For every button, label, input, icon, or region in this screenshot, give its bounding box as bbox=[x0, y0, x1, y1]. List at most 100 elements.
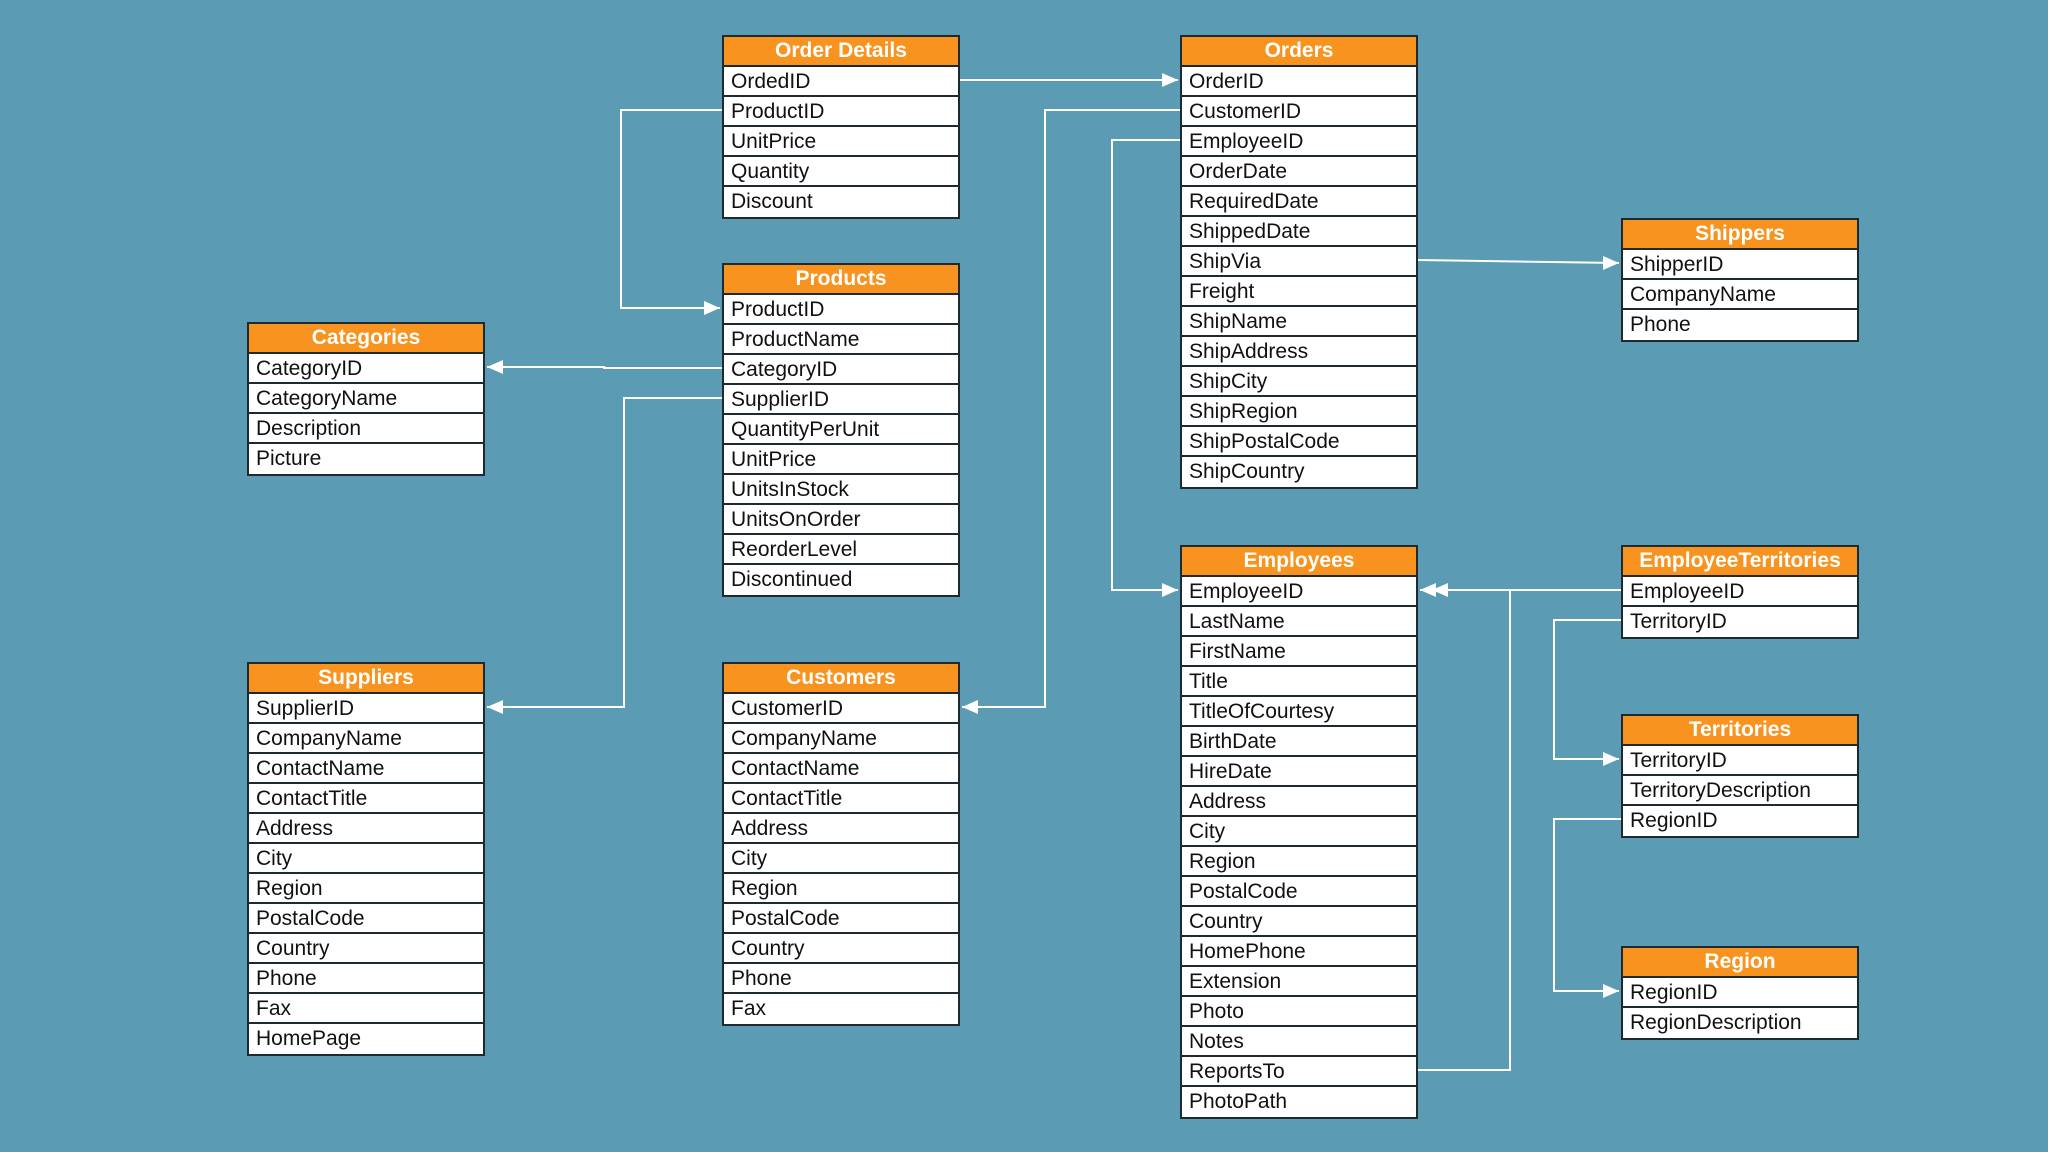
field-row: ProductName bbox=[724, 325, 958, 355]
arrow-head-suppliers-supplierid bbox=[487, 700, 503, 714]
link-employees-reportsto bbox=[1418, 590, 1511, 1071]
arrow-head-categories-categoryid bbox=[487, 360, 503, 374]
arrow-head-employees-from-empterritories bbox=[1420, 583, 1436, 597]
table-title: Employees bbox=[1182, 547, 1416, 577]
table-title: Region bbox=[1623, 948, 1857, 978]
field-row: Description bbox=[249, 414, 483, 444]
field-row: FirstName bbox=[1182, 637, 1416, 667]
field-row: CategoryName bbox=[249, 384, 483, 414]
field-row: Region bbox=[249, 874, 483, 904]
table-title: Orders bbox=[1182, 37, 1416, 67]
link-orders-shippers bbox=[1417, 259, 1620, 264]
field-row: PhotoPath bbox=[1189, 1090, 1288, 1113]
field-row: Region bbox=[724, 874, 958, 904]
field-row: ShipName bbox=[1182, 307, 1416, 337]
field-row: Region bbox=[1182, 847, 1416, 877]
field-row: SupplierID bbox=[724, 385, 958, 415]
field-row: Address bbox=[249, 814, 483, 844]
table-title: Products bbox=[724, 265, 958, 295]
table-title: Territories bbox=[1623, 716, 1857, 746]
field-row: ProductID bbox=[724, 97, 958, 127]
field-row: EmployeeID bbox=[1182, 127, 1416, 157]
link-products-categories bbox=[487, 366, 722, 369]
field-row: OrderID bbox=[1182, 67, 1416, 97]
arrow-head-region-regionid bbox=[1603, 984, 1619, 998]
field-row: HomePage bbox=[256, 1027, 362, 1050]
field-row: ProductID bbox=[724, 295, 958, 325]
field-row: ReorderLevel bbox=[724, 535, 958, 565]
field-row: EmployeeID bbox=[1182, 577, 1416, 607]
field-row: Country bbox=[1182, 907, 1416, 937]
link-products-suppliers bbox=[487, 397, 722, 708]
field-row: RegionDescription bbox=[1630, 1011, 1802, 1034]
field-row: ShipAddress bbox=[1182, 337, 1416, 367]
field-row: RegionID bbox=[1630, 809, 1718, 832]
field-row: Fax bbox=[731, 997, 767, 1020]
field-row: CompanyName bbox=[724, 724, 958, 754]
table-title: Shippers bbox=[1623, 220, 1857, 250]
field-row: Title bbox=[1182, 667, 1416, 697]
field-row: Fax bbox=[249, 994, 483, 1024]
table-title: EmployeeTerritories bbox=[1623, 547, 1857, 577]
field-row: ShipperID bbox=[1623, 250, 1857, 280]
field-row: City bbox=[724, 844, 958, 874]
field-row: TerritoryDescription bbox=[1623, 776, 1857, 806]
field-row: CompanyName bbox=[1623, 280, 1857, 310]
field-row: PostalCode bbox=[249, 904, 483, 934]
table-title: Customers bbox=[724, 664, 958, 694]
field-row: PostalCode bbox=[724, 904, 958, 934]
field-row: OrdedID bbox=[724, 67, 958, 97]
field-row: TerritoryID bbox=[1623, 746, 1857, 776]
link-orders-customers bbox=[962, 109, 1180, 708]
field-row: UnitsInStock bbox=[724, 475, 958, 505]
field-row: ContactName bbox=[724, 754, 958, 784]
field-row: Discount bbox=[731, 190, 813, 213]
field-row: Phone bbox=[249, 964, 483, 994]
table-title: Categories bbox=[249, 324, 483, 354]
field-row: ShipCity bbox=[1182, 367, 1416, 397]
field-row: Picture bbox=[256, 447, 322, 470]
arrow-head-products-productid bbox=[704, 301, 720, 315]
field-row: UnitPrice bbox=[724, 445, 958, 475]
table-title: Order Details bbox=[724, 37, 958, 67]
field-row: City bbox=[249, 844, 483, 874]
field-row: ReportsTo bbox=[1182, 1057, 1416, 1087]
field-row: Address bbox=[1182, 787, 1416, 817]
field-row: ContactTitle bbox=[724, 784, 958, 814]
field-row: ShipVia bbox=[1182, 247, 1416, 277]
field-row: Discontinued bbox=[731, 568, 853, 591]
field-row: CategoryID bbox=[249, 354, 483, 384]
arrow-head-employees-double bbox=[1432, 583, 1448, 597]
field-row: HireDate bbox=[1182, 757, 1416, 787]
field-row: BirthDate bbox=[1182, 727, 1416, 757]
field-row: Quantity bbox=[724, 157, 958, 187]
link-territories-region bbox=[1553, 818, 1621, 992]
field-row: RequiredDate bbox=[1182, 187, 1416, 217]
field-row: ShipCountry bbox=[1189, 460, 1305, 483]
link-orders-employees bbox=[1111, 139, 1180, 591]
arrow-head-territories-territoryid bbox=[1603, 752, 1619, 766]
field-row: City bbox=[1182, 817, 1416, 847]
field-row: EmployeeID bbox=[1623, 577, 1857, 607]
table-title: Suppliers bbox=[249, 664, 483, 694]
field-row: CategoryID bbox=[724, 355, 958, 385]
field-row: QuantityPerUnit bbox=[724, 415, 958, 445]
field-row: ShipRegion bbox=[1182, 397, 1416, 427]
field-row: ShippedDate bbox=[1182, 217, 1416, 247]
arrow-head-employees-employeeid bbox=[1162, 583, 1178, 597]
field-row: OrderDate bbox=[1182, 157, 1416, 187]
